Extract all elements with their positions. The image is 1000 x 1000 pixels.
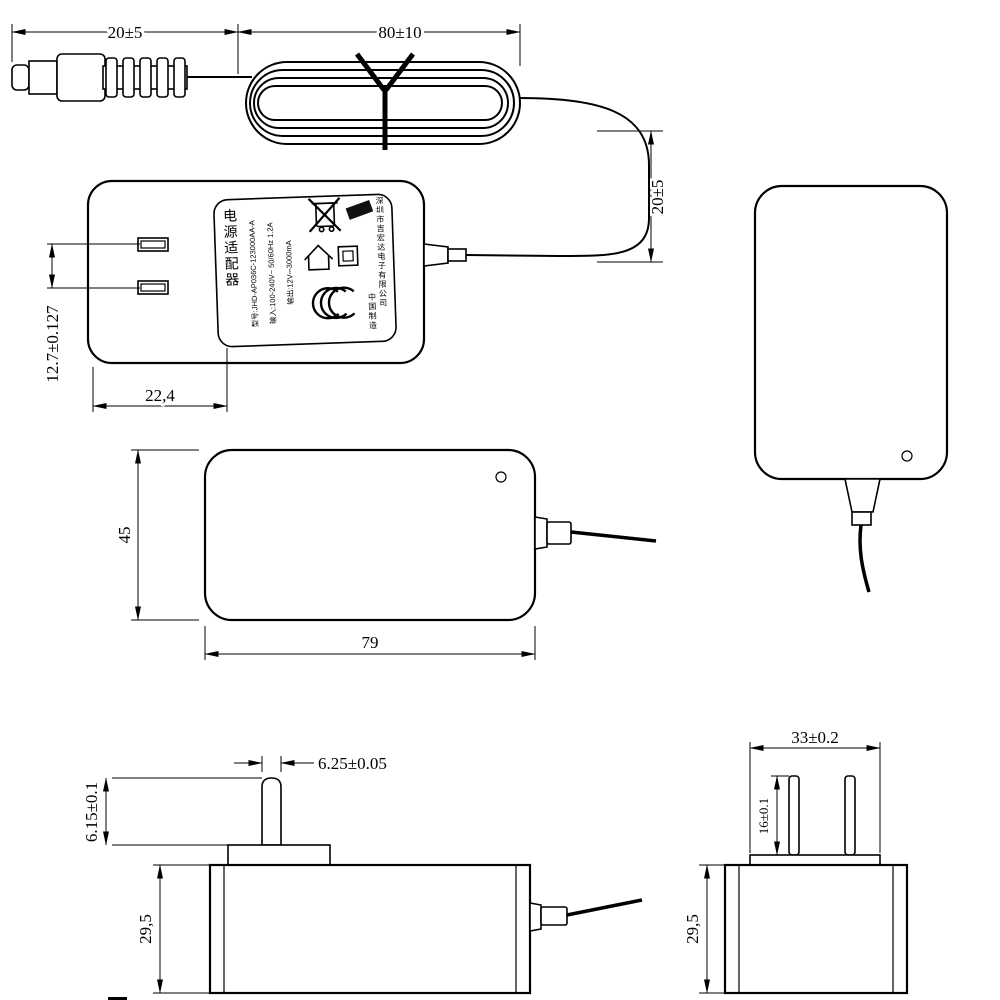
profile-body (208, 863, 532, 995)
top-view-stub (534, 516, 548, 550)
end-view-body (723, 863, 909, 995)
prong-offset-dimension: 6.15±0.1 (79, 777, 262, 846)
top-view-cable (570, 530, 657, 543)
prong-offset-value: 6.15±0.1 (82, 782, 101, 842)
class-ii-icon (337, 245, 359, 267)
label-maker-line: 深圳市吉宏达电子有限公司 (375, 196, 387, 308)
strain-relief (844, 478, 881, 513)
prong-length-dimension: 16±0.1 (753, 775, 789, 856)
end-view-prong-left (788, 775, 800, 856)
side-profile-view (208, 777, 643, 995)
plug-length-dimension: 20±5 (11, 20, 239, 74)
prong-width-value: 6.25±0.05 (318, 754, 387, 773)
top-view-connector (546, 521, 572, 545)
side-view-hole (901, 450, 913, 462)
end-view-prong-right (844, 775, 856, 856)
bend-height-value: 20±5 (648, 180, 667, 215)
cable-tie (355, 52, 415, 150)
face-width-value: 22,4 (145, 386, 175, 405)
thickness-left-dimension: 29,5 (133, 864, 210, 994)
thickness-right-value: 29,5 (683, 914, 702, 944)
front-view: 电源适配器 型号:JHD-AP036C-123000AA-A 输入:100-24… (86, 179, 467, 365)
side-view-body (753, 184, 949, 481)
prong-slot-bottom (137, 280, 169, 295)
label-input-line: 输入:100-240V~ 50/60Hz 1.2A (264, 222, 278, 324)
prong-pitch-dimension: 12.7±0.127 (40, 243, 140, 386)
top-view-body (203, 448, 537, 622)
end-view (723, 775, 909, 995)
label-origin-line: 中国制造 (368, 292, 377, 331)
coil-length-value: 80±10 (378, 23, 421, 42)
prong-width-dimension: 6.25±0.05 (234, 751, 390, 776)
profile-plug-base (227, 844, 331, 866)
body-width-dimension: 45 (112, 449, 199, 621)
body-length-value: 79 (362, 633, 379, 652)
body-width-value: 45 (115, 527, 134, 544)
prong-pitch-value: 12.7±0.127 (43, 305, 62, 383)
profile-stub (529, 902, 542, 932)
label-model-line: 型号:JHD-AP036C-123000AA-A (247, 220, 260, 327)
base-width-dimension: 33±0.2 (749, 725, 881, 853)
dc-barrel-plug (11, 53, 188, 102)
thickness-left-value: 29,5 (136, 914, 155, 944)
profile-connector (540, 906, 568, 926)
top-view-hole (495, 471, 507, 483)
side-view-cable (858, 524, 871, 593)
black-bar-icon (345, 199, 374, 220)
indoor-use-house-icon (304, 244, 334, 271)
body-length-dimension: 79 (204, 626, 536, 660)
thickness-right-dimension: 29,5 (680, 864, 725, 994)
base-width-value: 33±0.2 (791, 728, 839, 747)
plug-length-value: 20±5 (108, 23, 143, 42)
profile-cable (566, 898, 643, 917)
side-view (753, 184, 949, 593)
cable-exit-connector (423, 243, 467, 267)
bend-height-dimension: 20±5 (597, 130, 670, 263)
profile-prong (261, 777, 282, 846)
cable-boot (851, 511, 872, 526)
prong-slot-top (137, 237, 169, 252)
crossed-bin-icon (307, 197, 342, 233)
label-output-line: 输出:12V⎓3000mA (283, 240, 295, 305)
top-view (203, 448, 657, 622)
face-width-dimension: 22,4 (92, 348, 228, 412)
rating-label: 电源适配器 型号:JHD-AP036C-123000AA-A 输入:100-24… (213, 193, 397, 348)
coil-length-dimension: 80±10 (237, 20, 521, 66)
prong-length-value: 16±0.1 (756, 798, 771, 834)
label-product-name: 电源适配器 (223, 207, 240, 287)
end-view-plug-base (749, 854, 881, 866)
ccc-mark-icon (311, 286, 356, 320)
